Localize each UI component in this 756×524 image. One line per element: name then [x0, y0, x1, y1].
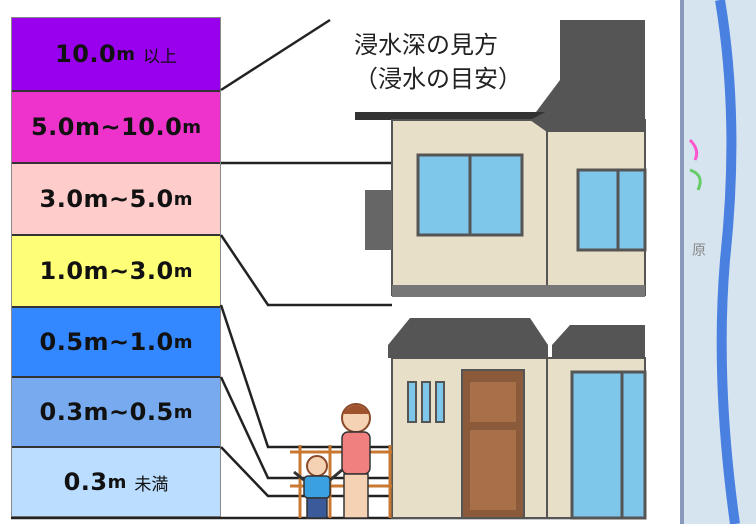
small-window-3 — [435, 381, 445, 423]
child-figure — [293, 455, 343, 519]
legend-range: 0.3 — [63, 468, 108, 496]
legend-suffix: 未満 — [134, 474, 169, 495]
map-green-outline — [689, 168, 702, 191]
small-window-1 — [407, 381, 417, 423]
legend-range: 5.0m~10.0 — [30, 113, 183, 141]
upper-eave — [355, 112, 550, 120]
legend-suffix: 以上 — [142, 46, 177, 67]
diagram-title: 浸水深の見方 （浸水の目安） — [354, 28, 529, 96]
upper-roof-slope — [530, 60, 645, 132]
floor-band — [392, 285, 645, 297]
map-background — [680, 0, 756, 524]
ac-unit — [365, 190, 392, 250]
leader-line-10m — [220, 18, 331, 92]
legend-range: 0.3m~0.5 — [39, 398, 174, 426]
small-window-2 — [421, 381, 431, 423]
legend-unit: m — [182, 116, 202, 138]
legend-unit: m — [107, 471, 127, 493]
door-panel-top — [470, 382, 516, 422]
leader-line-3m — [219, 234, 392, 307]
map-pink-outline — [688, 138, 699, 161]
lower-roof-left — [388, 318, 548, 358]
legend-range: 3.0m~5.0 — [39, 185, 174, 213]
title-line-1: 浸水深の見方 — [354, 31, 498, 59]
legend-unit: m — [173, 260, 193, 282]
legend-unit: m — [173, 188, 193, 210]
legend-unit: m — [173, 331, 193, 353]
legend-range: 0.5m~1.0 — [39, 328, 174, 356]
lower-window-right — [570, 370, 647, 520]
upper-window-right — [576, 168, 647, 252]
legend-unit: m — [173, 401, 193, 423]
map-fragment: 原 — [680, 0, 756, 524]
legend-unit: m — [116, 43, 135, 65]
lower-roof-right — [552, 325, 645, 358]
adult-figure — [341, 403, 371, 519]
map-label: 原 — [692, 242, 706, 258]
door-panel-bottom — [470, 430, 516, 510]
legend-range: 10.0 — [55, 40, 117, 68]
house-illustration — [11, 18, 647, 520]
title-line-2: （浸水の目安） — [354, 65, 522, 93]
river-line — [715, 0, 740, 524]
legend-range: 1.0m~3.0 — [39, 257, 174, 285]
